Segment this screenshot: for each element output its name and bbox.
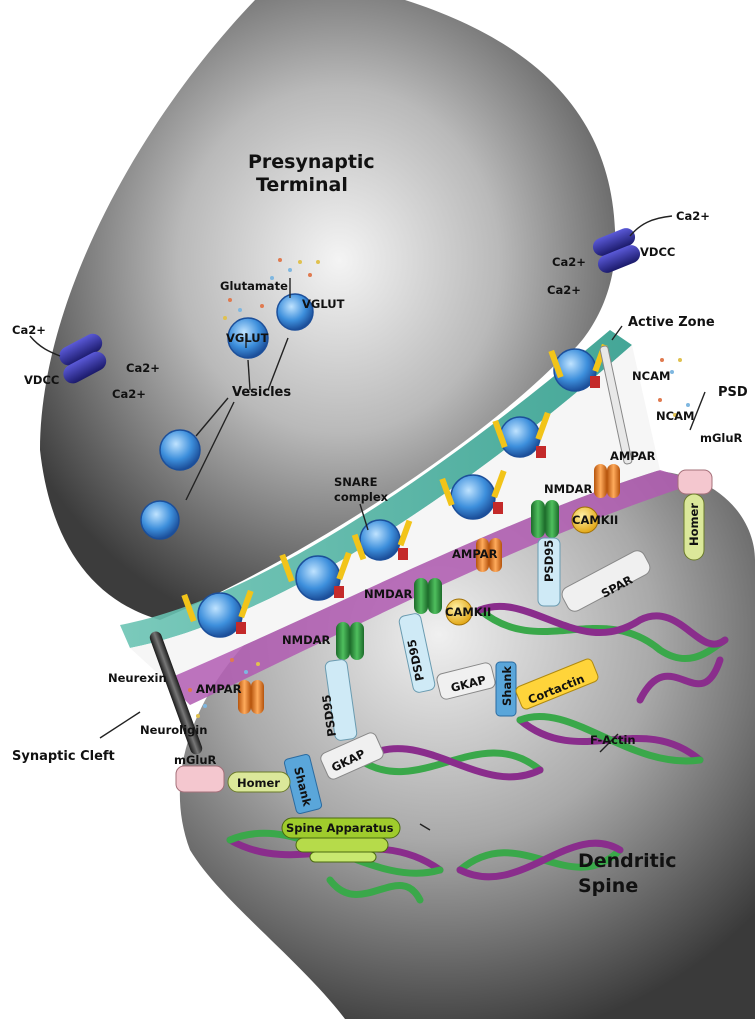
nmdar-label-2: NMDAR [364,587,413,601]
vglut-label-2: VGLUT [226,331,269,345]
mglur-right-label: mGluR [700,431,743,445]
nmdar-shape [428,578,442,614]
ca-left-2-label: Ca2+ [112,387,146,401]
ampar-shape [251,680,264,714]
nmdar-shape [350,622,364,660]
vesicle [500,417,540,457]
snare-label-line2: complex [334,490,389,504]
psd95-label-1: PSD95 [542,540,556,582]
spine-apparatus-label: Spine Apparatus [286,821,394,835]
vesicle [360,520,400,560]
camkii-label-1: CAMKII [572,513,618,527]
mglur-right-shape [678,470,712,494]
ca-left-1-label: Ca2+ [126,361,160,375]
dendritic-label-line1: Dendritic [578,850,677,872]
vesicle [141,501,179,539]
nmdar-shape [336,622,350,660]
ampar-shape [594,464,607,498]
presynaptic-label-line1: Presynaptic [248,151,375,173]
vesicle [451,475,495,519]
nmdar-shape [545,500,559,538]
snare-label-line1: SNARE [334,475,378,489]
mglur-left-label: mGluR [174,753,217,767]
dendritic-label-line2: Spine [578,875,638,897]
ampar-label-3: AMPAR [196,682,242,696]
glutamate-label: Glutamate [220,279,288,293]
synaptic-cleft-label: Synaptic Cleft [12,749,115,764]
vesicle [160,430,200,470]
ampar-shape [607,464,620,498]
ncam-label-2: NCAM [656,409,694,423]
nmdar-shape [414,578,428,614]
vdcc-left-label: VDCC [24,373,59,387]
psd-label: PSD [718,385,748,400]
nmdar-label-1: NMDAR [544,482,593,496]
vesicle [296,556,340,600]
presynaptic-label-line2: Terminal [256,174,348,196]
ncam-label-1: NCAM [632,369,670,383]
ampar-label-1: AMPAR [610,449,656,463]
ca-left-in-label: Ca2+ [12,323,46,337]
active-zone-label: Active Zone [628,315,715,330]
f-actin-label: F-Actin [590,733,636,747]
vdcc-top-label: VDCC [640,245,675,259]
nmdar-shape [531,500,545,538]
homer-right-label: Homer [687,503,701,546]
homer-left-label: Homer [237,776,280,790]
vesicle [198,593,242,637]
mglur-left-shape [176,766,224,792]
ca-top-2-label: Ca2+ [547,283,581,297]
ca-top-1-label: Ca2+ [552,255,586,269]
neuroligin-label: Neuroligin [140,723,207,737]
neurexin-label: Neurexin [108,671,167,685]
vesicles-label: Vesicles [232,385,291,400]
shank-label-1: Shank [500,666,514,706]
nmdar-label-3: NMDAR [282,633,331,647]
camkii-label-2: CAMKII [445,605,491,619]
vglut-label-1: VGLUT [302,297,345,311]
ampar-label-2: AMPAR [452,547,498,561]
ca-top-in-label: Ca2+ [676,209,710,223]
